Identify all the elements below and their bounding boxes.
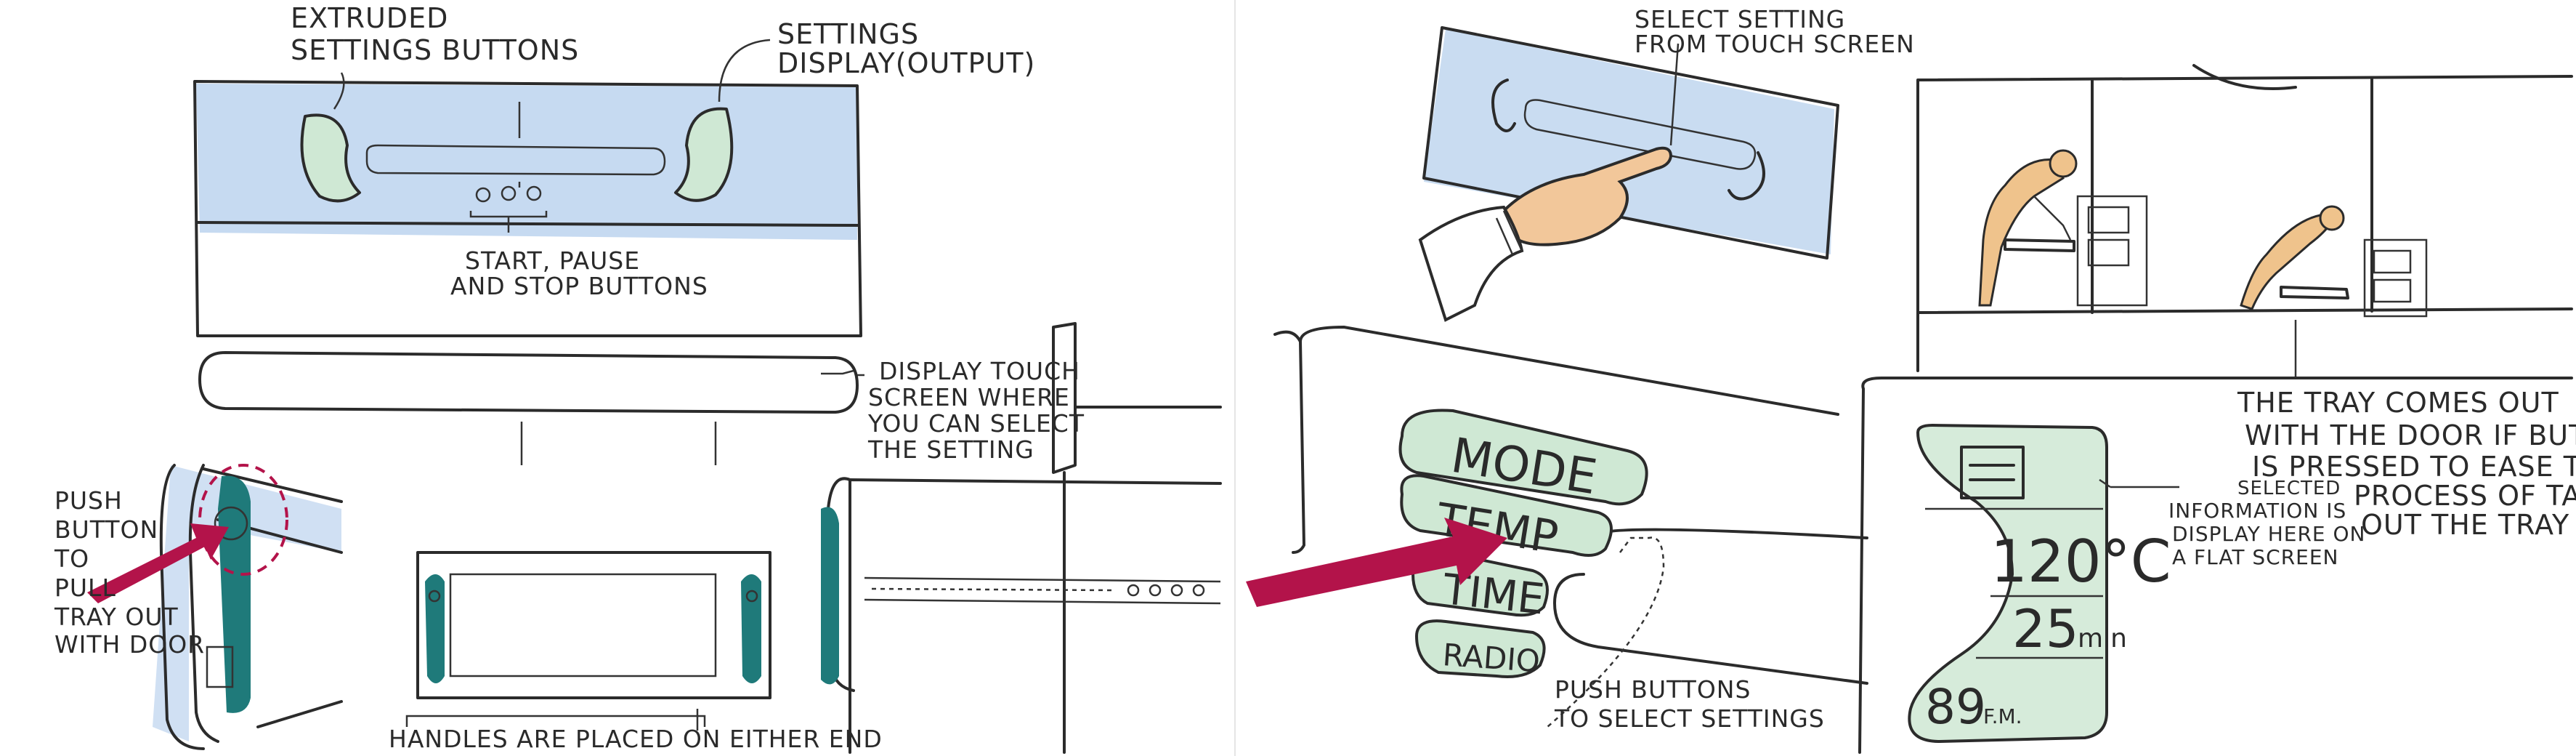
figure-left (1980, 159, 2063, 305)
label-extruded-2: SETTINGS BUTTONS (291, 34, 579, 66)
label-info-2: INFORMATION IS (2168, 499, 2346, 523)
label-info-4: A FLAT SCREEN (2172, 545, 2339, 569)
label-info-3: DISPLAY HERE ON (2172, 522, 2365, 546)
label-pushsel-1: PUSH BUTTONS (1555, 675, 1751, 704)
label-extruded-1: EXTRUDED (291, 2, 448, 34)
label-touch-3: YOU CAN SELECT (867, 409, 1085, 438)
time-unit: min (2078, 624, 2127, 654)
label-tray-5: OUT THE TRAY (2361, 509, 2569, 541)
label-touch-2: SCREEN WHERE (868, 383, 1070, 411)
left-sheet: EXTRUDED SETTINGS BUTTONS SETTINGS DISPL… (54, 0, 1235, 756)
side-door-handle (821, 507, 839, 685)
label-tray-2: WITH THE DOOR IF BUTTON (2245, 419, 2576, 451)
time-readout: 25 (2012, 598, 2079, 659)
label-handles: HANDLES ARE PLACED ON EITHER END (389, 725, 883, 753)
label-pushsel-2: TO SELECT SETTINGS (1554, 704, 1825, 733)
label-push-3: TO (54, 544, 89, 573)
radio-label: RADIO (1441, 637, 1541, 679)
label-start-2: AND STOP BUTTONS (450, 272, 708, 300)
right-sheet: MODE TEMP TIME RADIO 120°C 25 min 89 F.M… (1246, 5, 2576, 752)
clock-readout: 89 (1925, 679, 1986, 735)
label-push-2: BUTTON (54, 515, 158, 544)
label-push-1: PUSH (54, 486, 123, 515)
ergonomics-sketch (1918, 65, 2572, 378)
tray-front-sketch (407, 552, 770, 731)
label-touch-1: DISPLAY TOUCH (879, 357, 1080, 385)
label-touch-4: THE SETTING (867, 435, 1034, 464)
temperature-readout: 120°C (1990, 528, 2171, 595)
label-info-1: SELECTED (2237, 478, 2341, 499)
label-tray-4: PROCESS OF TAKING (2354, 480, 2576, 512)
label-tray-1: THE TRAY COMES OUT (2237, 387, 2559, 419)
figure-right (2241, 214, 2332, 309)
sleeve (1420, 207, 1522, 320)
label-push-5: TRAY OUT (54, 603, 179, 631)
time-label: TIME (1441, 564, 1547, 624)
label-settings-1: SETTINGS (777, 18, 919, 50)
settings-button-cluster: MODE TEMP TIME RADIO (1246, 327, 1867, 727)
label-select-2: FROM TOUCH SCREEN (1635, 30, 1915, 58)
clock-unit: F.M. (1983, 704, 2022, 728)
display-touch-bar (200, 353, 864, 465)
label-start-1: START, PAUSE (465, 246, 640, 275)
label-settings-2: DISPLAY(OUTPUT) (777, 47, 1035, 79)
label-push-4: PULL (54, 574, 116, 602)
label-push-6: WITH DOOR (54, 630, 205, 659)
door-handle (218, 475, 251, 712)
touch-screen-hand-sketch (1420, 28, 1838, 320)
